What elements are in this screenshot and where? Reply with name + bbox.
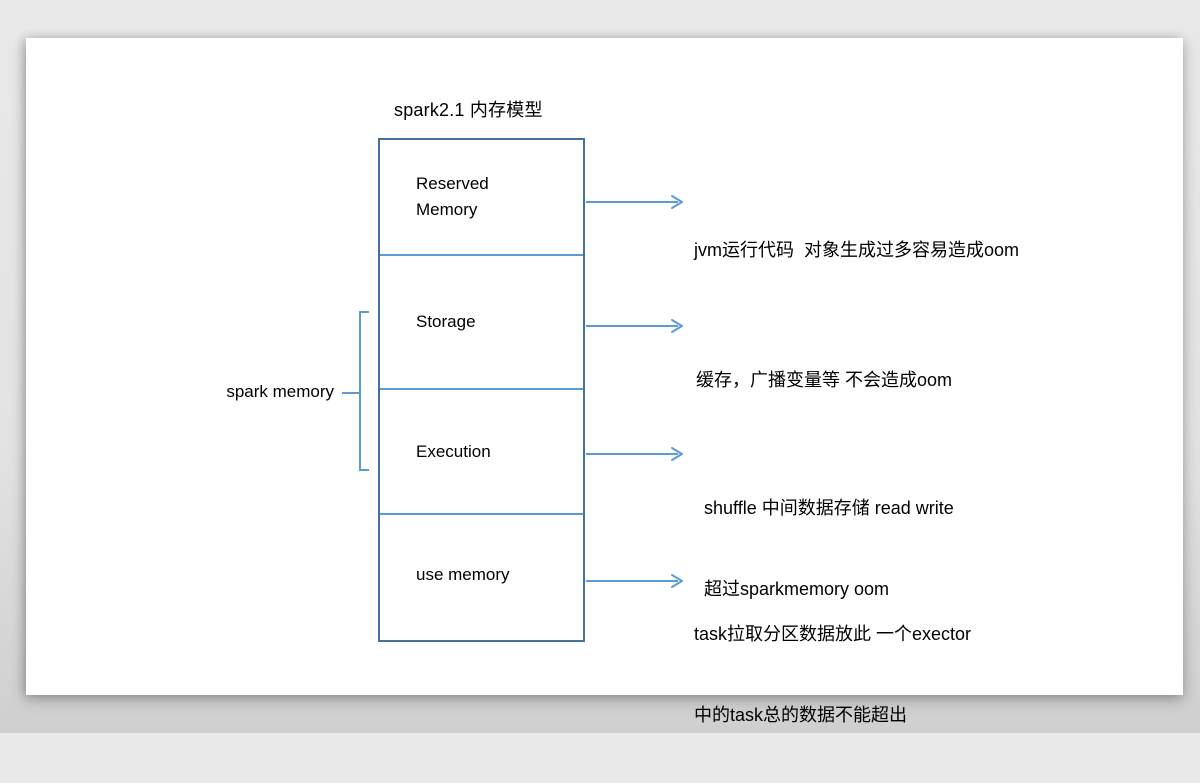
block-label: Storage [416,312,476,331]
diagram-title: spark2.1 内存模型 [394,100,543,120]
arrow-icon [586,574,683,588]
memory-stack-box: Reserved Memory Storage Execution use me… [378,138,585,642]
spark-memory-label: spark memory [226,382,334,401]
description-line: task拉取分区数据放此 一个exector [694,624,972,644]
bracket-tick-top [360,311,369,313]
block-use-memory: use memory [380,513,583,634]
description-line: 超过sparkmemory oom [704,579,890,599]
description-use-memory: task拉取分区数据放此 一个exector 中的task总的数据不能超出 [694,567,971,783]
arrow-icon [586,195,683,209]
description-line: jvm运行代码 对象生成过多容易造成oom [694,240,1020,260]
spark-memory-bracket [359,311,361,471]
block-label: Execution [416,441,491,461]
slide-canvas: spark2.1 内存模型 Reserved Memory Storage Ex… [26,38,1183,725]
description-storage: 缓存，广播变量等 不会造成oom [696,313,952,502]
bracket-connector-line [342,392,359,394]
arrow-icon [586,447,683,461]
description-line: shuffle 中间数据存储 read write [704,498,954,518]
description-line: 中的task总的数据不能超出 [694,705,908,725]
block-label: Reserved Memory [416,174,489,219]
description-reserved-memory: jvm运行代码 对象生成过多容易造成oom [694,183,1019,372]
block-reserved-memory: Reserved Memory [380,140,583,254]
block-execution: Execution [380,388,583,513]
arrow-icon [586,319,683,333]
block-label: use memory [416,564,510,584]
description-execution: shuffle 中间数据存储 read write 超过sparkmemory … [704,441,954,657]
block-storage: Storage [380,254,583,388]
bracket-tick-bottom [360,469,369,471]
description-line: 缓存，广播变量等 不会造成oom [696,370,953,390]
